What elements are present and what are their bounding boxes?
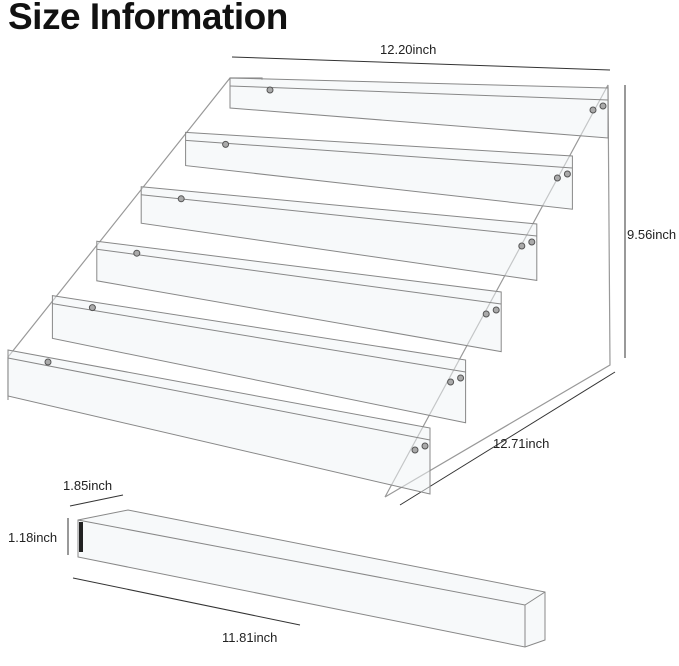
screw-icon [457, 374, 465, 382]
screw-icon [421, 442, 429, 450]
depth-label: 12.71inch [493, 436, 550, 451]
tier-inner-edge [229, 85, 609, 101]
tier-inner-edge [7, 357, 431, 441]
screw-icon [44, 358, 52, 366]
screw-icon [482, 310, 490, 318]
tier-inner-edge [185, 139, 573, 169]
tier-length-line [72, 577, 301, 626]
rack-tier [51, 295, 467, 424]
rack-tier [96, 240, 502, 353]
screw-icon [589, 106, 597, 114]
screw-icon [528, 238, 536, 246]
width-dimension-line [231, 56, 611, 71]
screw-icon [563, 170, 571, 178]
screw-icon [553, 174, 561, 182]
width-label: 12.20inch [380, 42, 437, 57]
screw-icon [266, 86, 274, 94]
tier-inner-edge [96, 248, 502, 305]
screw-icon [518, 242, 526, 250]
screw-icon [411, 446, 419, 454]
tier-depth-line [69, 494, 124, 507]
tier-length-label: 11.81inch [222, 630, 278, 645]
screw-icon [447, 378, 455, 386]
tier-inner-edge [141, 194, 537, 237]
screw-icon [133, 249, 141, 257]
rack-tier [229, 77, 609, 139]
screw-icon [177, 195, 185, 203]
depth-dimension-line [399, 371, 616, 506]
page-title: Size Information [8, 0, 288, 37]
screw-icon [88, 304, 96, 312]
rack-tier [185, 131, 573, 210]
tier-inner-edge [52, 303, 466, 373]
screw-icon [599, 102, 607, 110]
single-tier-box [77, 509, 546, 648]
screw-icon [222, 140, 230, 148]
rack-tiers [7, 77, 609, 495]
height-label: 9.56inch [627, 227, 677, 242]
tier-height-label: 1.18inch [8, 530, 58, 545]
rack-tier [7, 349, 431, 495]
screw-icon [492, 306, 500, 314]
tier-depth-label: 1.85inch [63, 478, 113, 493]
rack-tier [140, 186, 538, 281]
